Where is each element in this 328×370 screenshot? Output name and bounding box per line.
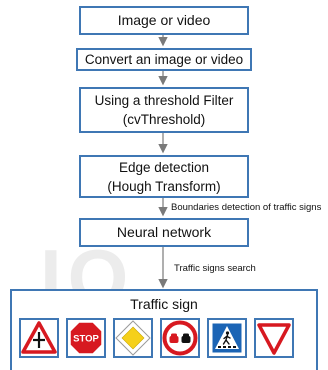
box-edge-line1: Edge detection [118, 159, 210, 175]
crossroad-warning-sign-icon [21, 321, 57, 354]
pedestrian-crossing-sign-icon [211, 322, 243, 354]
sign-no-overtaking [160, 318, 200, 358]
priority-road-sign-icon [115, 320, 151, 356]
box-neural-network: Neural network [79, 218, 249, 247]
sign-pedestrian-crossing [207, 318, 247, 358]
box-convert: Convert an image or video [76, 48, 252, 71]
box-image-or-video-label: Image or video [117, 12, 211, 28]
label-traffic-signs-search: Traffic signs search [174, 263, 256, 274]
box-edge-line2: (Hough Transform) [107, 178, 221, 194]
box-threshold-line2: (cvThreshold) [122, 112, 206, 127]
box-neural-network-label: Neural network [116, 224, 212, 240]
box-traffic-sign-label: Traffic sign [130, 296, 198, 312]
label-boundaries-detection: Boundaries detection of traffic signs [171, 202, 322, 213]
box-convert-label: Convert an image or video [84, 52, 244, 67]
stop-sign-icon: STOP [69, 321, 103, 355]
box-image-or-video: Image or video [79, 6, 249, 35]
box-threshold-filter: Using a threshold Filter (cvThreshold) [79, 87, 249, 133]
no-overtaking-sign-icon [162, 320, 198, 356]
stop-sign-text: STOP [73, 334, 99, 345]
yield-sign-icon [257, 323, 291, 355]
sign-priority-road [113, 318, 153, 358]
sign-crossroad [19, 318, 59, 358]
sign-stop: STOP [66, 318, 106, 358]
box-edge-detection: Edge detection (Hough Transform) [79, 155, 249, 198]
sign-yield [254, 318, 294, 358]
box-threshold-line1: Using a threshold Filter [94, 93, 234, 108]
